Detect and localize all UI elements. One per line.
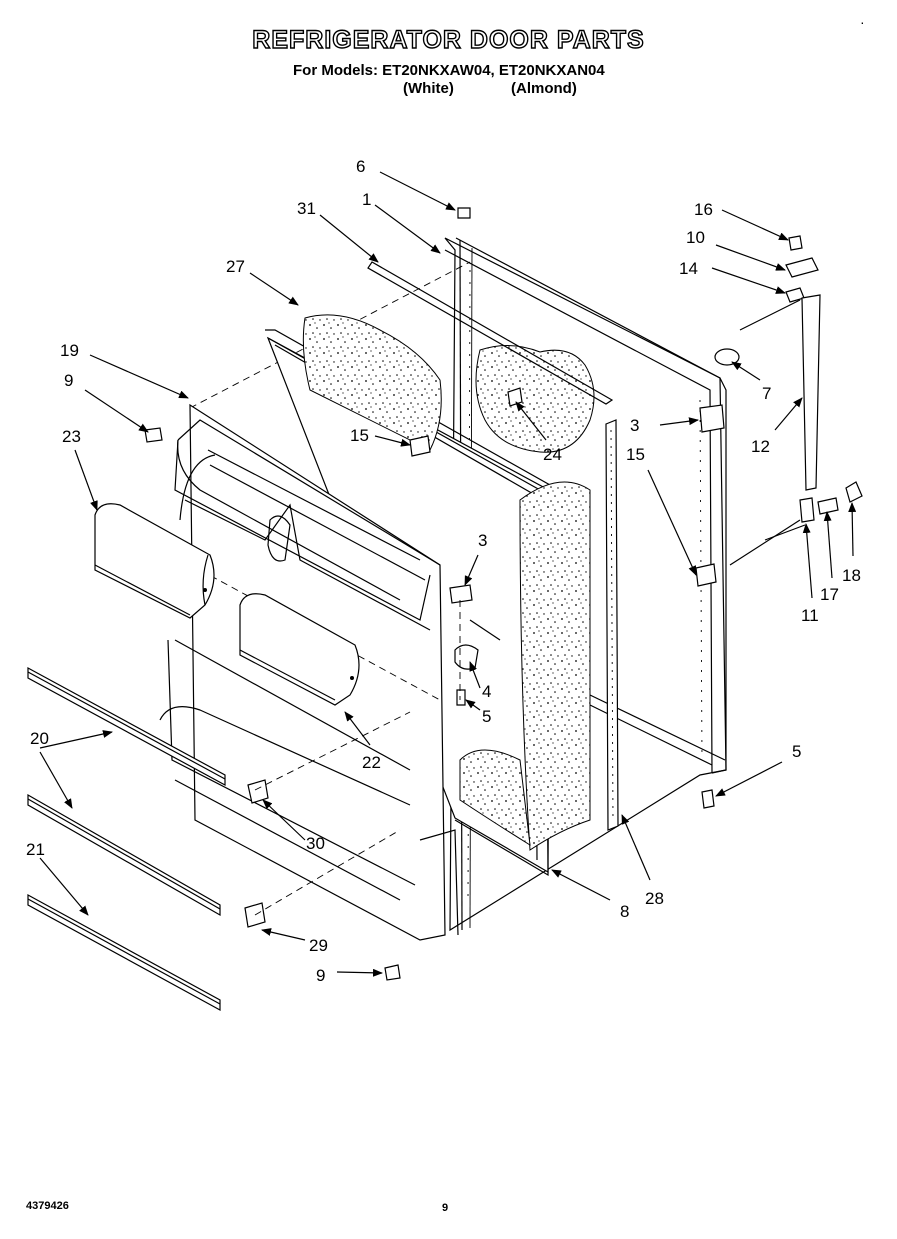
label-24: 24: [543, 445, 562, 464]
shelf-clips: [244, 711, 411, 928]
models-line: For Models: ET20NKXAW04, ET20NKXAN04: [293, 62, 605, 79]
label-15-center: 15: [350, 426, 369, 445]
label-27: 27: [226, 257, 245, 276]
label-14: 14: [679, 259, 698, 278]
color-white: (White): [403, 80, 454, 97]
label-11: 11: [801, 606, 819, 625]
label-3-right: 3: [630, 416, 639, 435]
screws: [144, 207, 715, 981]
label-21: 21: [26, 840, 45, 859]
color-almond: (Almond): [511, 80, 577, 97]
label-15-right: 15: [626, 445, 645, 464]
page-title: REFRIGERATOR DOOR PARTS: [252, 25, 645, 54]
label-31: 31: [297, 199, 316, 218]
label-10: 10: [686, 228, 705, 247]
page-number: 9: [442, 1202, 449, 1214]
label-12: 12: [751, 437, 770, 456]
corner-mark: ·: [860, 14, 865, 30]
seal-strip: [605, 419, 619, 831]
label-8: 8: [620, 902, 629, 921]
door-shelf-lower: [239, 593, 360, 706]
label-28: 28: [645, 889, 664, 908]
label-18: 18: [842, 566, 861, 585]
label-22: 22: [362, 753, 381, 772]
trim-strips: [27, 666, 226, 1012]
label-16: 16: [694, 200, 713, 219]
label-4: 4: [482, 682, 491, 701]
part-number-labels: 6 1 31 27 19 9 23 15 24 3 4 5 22 20 30 2…: [26, 157, 861, 985]
label-30: 30: [306, 834, 325, 853]
label-17: 17: [820, 585, 839, 604]
label-23: 23: [62, 427, 81, 446]
label-9-upper: 9: [64, 371, 73, 390]
label-7: 7: [762, 384, 771, 403]
label-3-center: 3: [478, 531, 487, 550]
label-6: 6: [356, 157, 365, 176]
label-20: 20: [30, 729, 49, 748]
label-19: 19: [60, 341, 79, 360]
leader-arrows: [39, 171, 857, 977]
door-shelf-upper: [94, 503, 215, 619]
label-1: 1: [362, 190, 371, 209]
right-hinge-parts: [695, 235, 863, 587]
document-number: 4379426: [26, 1200, 69, 1212]
label-5-center: 5: [482, 707, 491, 726]
label-29: 29: [309, 936, 328, 955]
label-5-right: 5: [792, 742, 801, 761]
label-9-lower: 9: [316, 966, 325, 985]
